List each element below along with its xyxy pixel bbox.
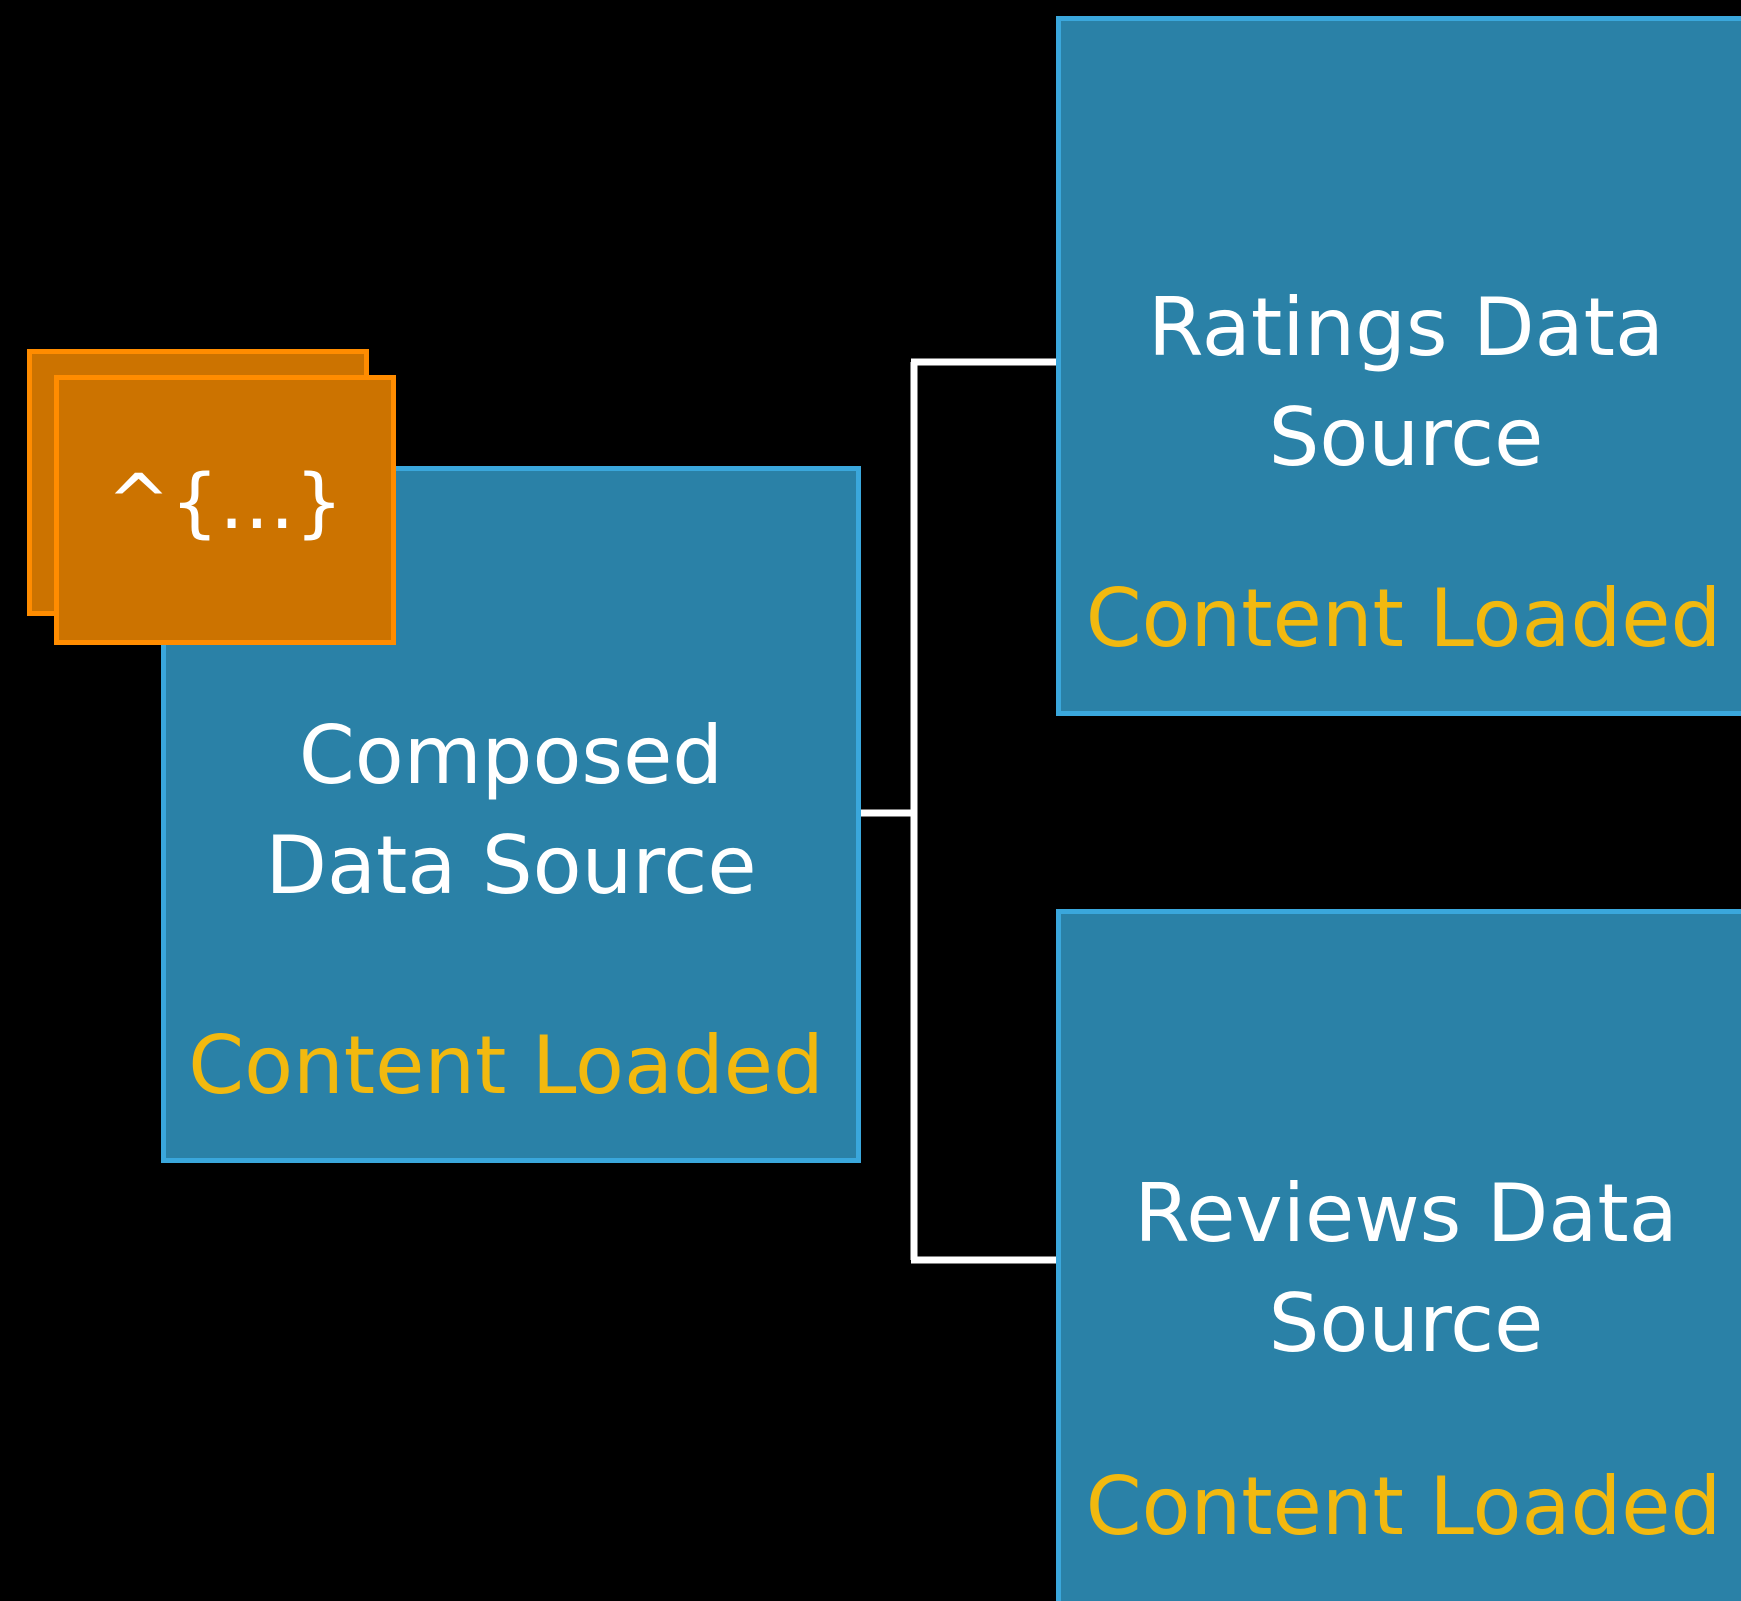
ratings-data-source-box: Ratings Data Source Content Loaded (1056, 16, 1741, 716)
composed-content-status: Content Loaded (188, 1019, 824, 1112)
block-stack-icon: ^{…} (54, 375, 396, 645)
block-label: ^{…} (106, 457, 344, 546)
reviews-data-source-box: Reviews Data Source Content Loaded (1056, 909, 1741, 1601)
ratings-content-status: Content Loaded (1085, 572, 1722, 665)
ratings-data-source-title: Ratings Data Source (1147, 281, 1665, 484)
reviews-data-source-title: Reviews Data Source (1134, 1167, 1678, 1370)
reviews-content-status: Content Loaded (1085, 1460, 1722, 1553)
composed-data-source-title: Composed Data Source (265, 709, 757, 912)
